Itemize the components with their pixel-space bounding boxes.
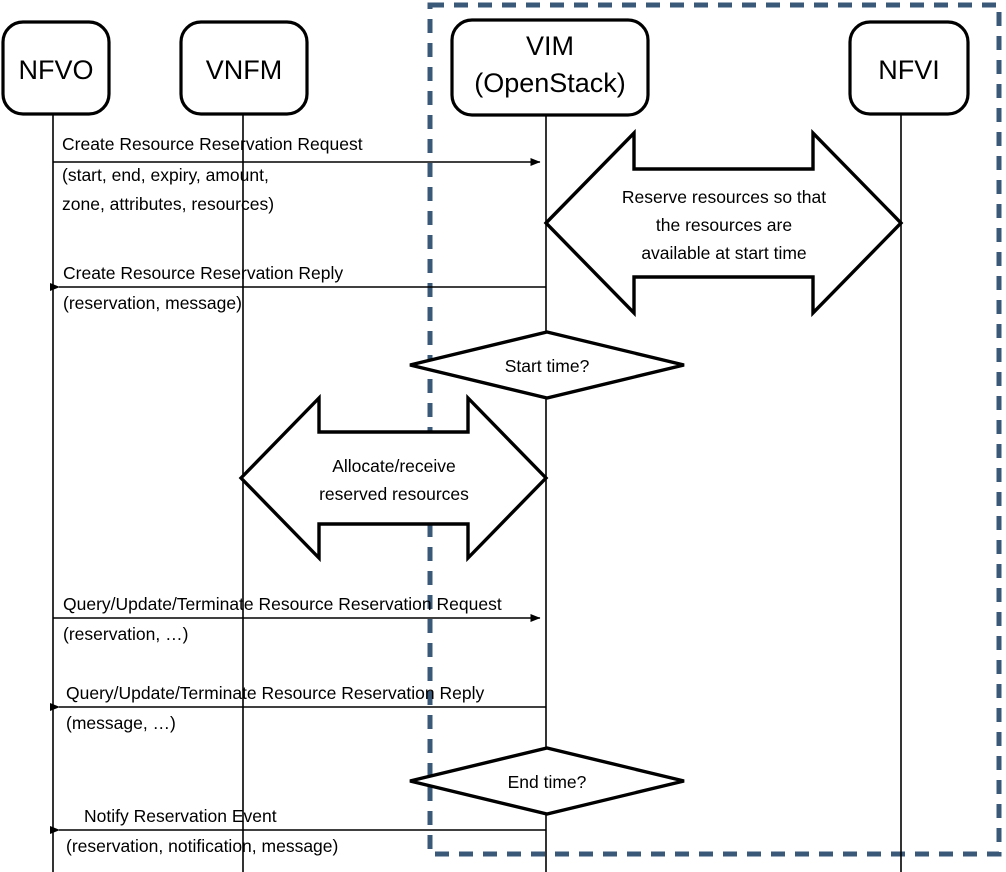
lane-sublabel-vim: (OpenStack)	[474, 68, 626, 98]
decision-end-time[interactable]: End time?	[409, 746, 685, 816]
message-qut-request[interactable]: Query/Update/Terminate Resource Reservat…	[53, 594, 541, 644]
decision-label-start-time: Start time?	[505, 356, 590, 376]
message-label-create-request-line3: zone, attributes, resources)	[62, 194, 274, 214]
block-arrow-shape-reserve-resources[interactable]	[543, 128, 904, 318]
lane-vim[interactable]: VIM (OpenStack)	[450, 18, 650, 117]
message-label-notify-event-line2: (reservation, notification, message)	[66, 836, 338, 856]
block-arrow-shape-allocate-receive[interactable]	[238, 393, 549, 563]
message-label-qut-request-line1: Query/Update/Terminate Resource Reservat…	[63, 594, 502, 614]
block-arrow-label-reserve-line1: Reserve resources so that	[622, 187, 826, 207]
message-label-qut-reply-line2: (message, …)	[66, 713, 176, 733]
lane-box-nfvi[interactable]	[848, 20, 970, 116]
block-arrow-label-reserve-line2: the resources are	[656, 215, 792, 235]
lane-box-nfvo[interactable]	[1, 20, 111, 116]
lane-vnfm[interactable]: VNFM	[179, 20, 309, 116]
decision-shape-end-time[interactable]	[409, 746, 685, 816]
decision-start-time[interactable]: Start time?	[409, 330, 685, 400]
message-label-create-request-line2: (start, end, expiry, amount,	[62, 165, 269, 185]
block-arrow-label-allocate-line1: Allocate/receive	[332, 456, 456, 476]
lane-box-vim[interactable]	[450, 18, 650, 117]
lane-nfvo[interactable]: NFVO	[1, 20, 111, 116]
vim-scope-dashed-box	[427, 2, 1002, 857]
message-label-create-request-line1: Create Resource Reservation Request	[62, 134, 363, 154]
lane-label-nfvo: NFVO	[18, 55, 93, 85]
block-arrow-reserve-resources[interactable]: Reserve resources so that the resources …	[543, 128, 904, 318]
message-qut-reply[interactable]: Query/Update/Terminate Resource Reservat…	[50, 683, 546, 733]
block-arrow-label-allocate-line2: reserved resources	[319, 484, 469, 504]
lane-box-vnfm[interactable]	[179, 20, 309, 116]
decision-shape-start-time[interactable]	[409, 330, 685, 400]
message-label-create-reply-line2: (reservation, message)	[63, 293, 242, 313]
lane-label-vnfm: VNFM	[206, 55, 283, 85]
lifelines-group	[52, 114, 902, 872]
lane-label-vim: VIM	[526, 31, 574, 61]
message-label-qut-reply-line1: Query/Update/Terminate Resource Reservat…	[66, 683, 484, 703]
block-arrow-allocate-receive[interactable]: Allocate/receive reserved resources	[238, 393, 549, 563]
message-create-request[interactable]: Create Resource Reservation Request (sta…	[53, 134, 541, 214]
message-label-notify-event-line1: Notify Reservation Event	[84, 806, 277, 826]
message-create-reply[interactable]: Create Resource Reservation Reply (reser…	[50, 263, 546, 313]
block-arrow-label-reserve-line3: available at start time	[641, 243, 806, 263]
message-label-qut-request-line2: (reservation, …)	[63, 624, 188, 644]
message-notify-event[interactable]: Notify Reservation Event (reservation, n…	[50, 806, 546, 856]
lane-nfvi[interactable]: NFVI	[848, 20, 970, 116]
message-label-create-reply-line1: Create Resource Reservation Reply	[63, 263, 343, 283]
lane-label-nfvi: NFVI	[878, 55, 940, 85]
decision-label-end-time: End time?	[508, 772, 587, 792]
